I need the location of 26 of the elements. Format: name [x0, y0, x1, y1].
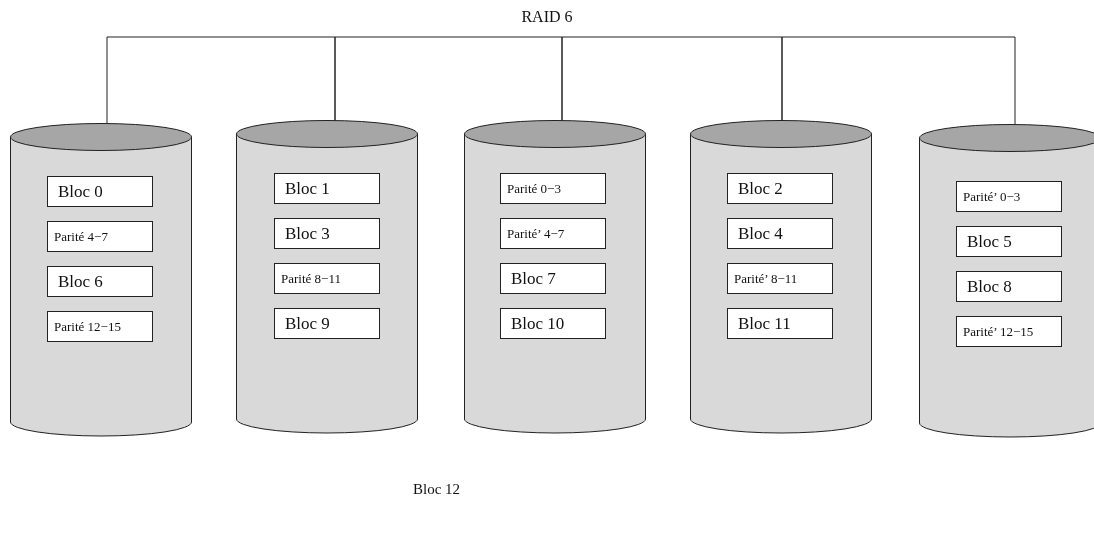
- block-box: Bloc 0: [47, 176, 153, 207]
- bus-line: [781, 36, 1016, 126]
- block-box: Bloc 2: [727, 173, 833, 204]
- block-box: Parité’ 12−15: [956, 316, 1062, 347]
- block-box: Parité 8−11: [274, 263, 380, 294]
- diagram-title: RAID 6: [520, 8, 574, 26]
- block-box: Bloc 3: [274, 218, 380, 249]
- block-box: Bloc 7: [500, 263, 606, 294]
- block-box: Bloc 6: [47, 266, 153, 297]
- block-box: Bloc 4: [727, 218, 833, 249]
- block-box: Bloc 1: [274, 173, 380, 204]
- block-box: Bloc 11: [727, 308, 833, 339]
- block-box: Parité 12−15: [47, 311, 153, 342]
- bus-line: [561, 36, 783, 122]
- text-label: Bloc 12: [413, 481, 461, 498]
- block-box: Parité’ 4−7: [500, 218, 606, 249]
- block-box: Parité 0−3: [500, 173, 606, 204]
- block-box: Parité’ 8−11: [727, 263, 833, 294]
- block-box: Bloc 8: [956, 271, 1062, 302]
- bus-line: [334, 36, 563, 122]
- block-box: Bloc 9: [274, 308, 380, 339]
- block-box: Parité 4−7: [47, 221, 153, 252]
- block-box: Bloc 10: [500, 308, 606, 339]
- block-box: Parité’ 0−3: [956, 181, 1062, 212]
- block-box: Bloc 5: [956, 226, 1062, 257]
- bus-line: [106, 36, 336, 125]
